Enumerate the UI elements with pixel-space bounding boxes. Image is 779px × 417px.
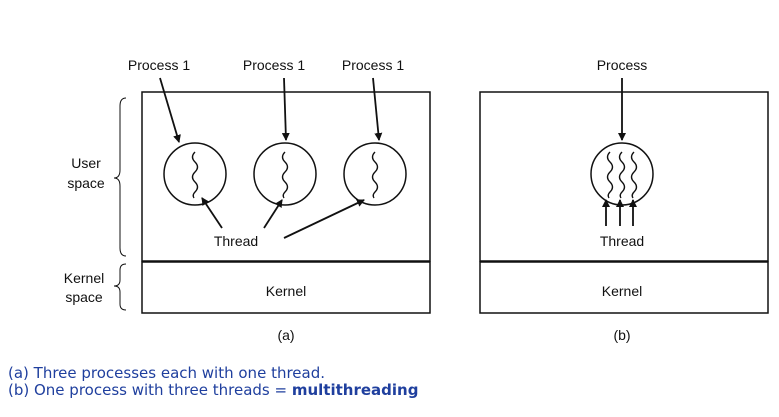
thread-squiggle: [606, 151, 614, 199]
caption-a: (a) Three processes each with one thread…: [8, 364, 325, 382]
kernel-box-b: [479, 261, 769, 314]
kernel-space-brace: [113, 263, 127, 311]
process-arrow: [159, 77, 181, 143]
process-circle: [253, 142, 317, 206]
kernel-label-a: Kernel: [266, 283, 306, 299]
thread-squiggle: [618, 151, 626, 199]
user-space-brace: [113, 97, 127, 257]
thread-arrow: [263, 199, 283, 229]
thread-arrow: [283, 199, 365, 239]
caption-b: (b) One process with three threads = mul…: [8, 381, 418, 399]
process-circle: [343, 142, 407, 206]
kernel-space-label: space: [65, 289, 103, 305]
panel-label-a: (a): [277, 327, 294, 343]
panel-label-b: (b): [613, 327, 630, 343]
thread-squiggle: [281, 151, 289, 199]
user-space-label: User: [71, 155, 101, 171]
process-label-b: Process: [597, 57, 648, 73]
user-space-label: space: [67, 175, 105, 191]
kernel-box-a: [141, 261, 431, 314]
threads-diagram: User space Kernel space Process 1 Proces…: [64, 57, 769, 343]
thread-label-b: Thread: [600, 233, 644, 249]
process-arrow: [281, 77, 290, 141]
thread-arrow: [201, 197, 223, 229]
panel-a: User space Kernel space Process 1 Proces…: [64, 57, 431, 343]
thread-squiggle: [630, 151, 638, 199]
process-circle: [163, 142, 227, 206]
kernel-label-b: Kernel: [602, 283, 642, 299]
caption-b-emphasis: multithreading: [291, 381, 419, 399]
caption-b-text: (b) One process with three threads =: [8, 381, 292, 399]
user-space-box-b: [479, 91, 769, 262]
thread-squiggle: [191, 151, 199, 199]
panel-b: Process Thread Kernel (b): [479, 57, 769, 343]
process-label-3: Process 1: [342, 57, 404, 73]
thread-squiggle: [371, 151, 379, 199]
kernel-space-label: Kernel: [64, 270, 104, 286]
thread-label-a: Thread: [214, 233, 258, 249]
user-space-box-a: [141, 91, 431, 262]
process-arrow: [372, 77, 383, 141]
process-label-1: Process 1: [128, 57, 190, 73]
process-label-2: Process 1: [243, 57, 305, 73]
